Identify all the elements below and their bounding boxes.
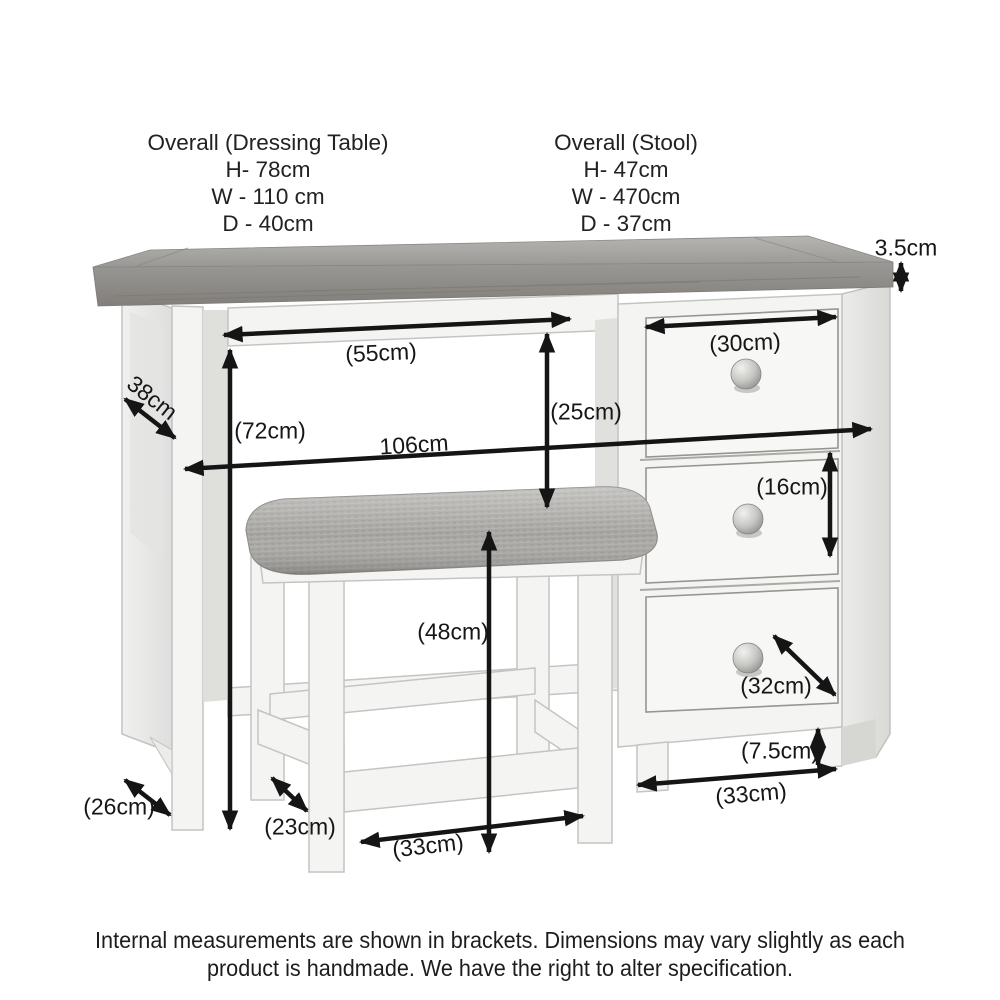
stool-cushion-shading [246,486,658,575]
arrow-stool-width [358,809,586,849]
arrow-kneehole-width [221,311,573,343]
label-bottom-drawer-diagonal: (32cm) [740,672,812,699]
dressing-table-width: W - 110 cm [211,184,325,209]
table-leg-brace [149,736,173,777]
label-inner-width: 106cm [378,429,450,460]
label-foot-height: (7.5cm) [741,737,819,764]
dressing-table-spec-title: Overall (Dressing Table) [147,130,389,155]
table-side-panel-inset [130,312,164,560]
dressing-table-height: H- 78cm [225,157,311,182]
tabletop-surface [92,235,894,268]
stool-front-stretcher [343,747,579,813]
label-stool-leg-depth: (23cm) [264,813,336,840]
stool-back-left-leg [250,555,285,801]
label-inner-height: (72cm) [234,417,306,444]
label-stool-height: (48cm) [417,618,489,645]
dressing-table-spec-block: Overall (Dressing Table) H- 78cm W - 110… [148,129,389,237]
arrow-table-depth [123,397,177,440]
knob-top-drawer [730,358,762,390]
label-top-thickness: 3.5cm [874,234,938,261]
arrow-pedestal-width [635,762,839,792]
arrow-bottom-drawer-diagonal [772,634,837,697]
footer-note-line2: product is handmade. We have the right t… [206,955,794,981]
stool-height: H- 47cm [583,157,669,182]
stool-width: W - 470cm [571,184,681,209]
label-kneehole-width: (55cm) [344,337,418,368]
dressing-table-depth: D - 40cm [222,211,314,236]
table-front-left-leg [171,305,204,831]
stool-spec-block: Overall (Stool) H- 47cm W - 470cm D - 37… [554,129,698,237]
arrow-inner-width [182,421,874,477]
drawer-unit-side [841,281,891,759]
stool-front-right-leg [577,547,613,844]
arrow-table-leg-depth [123,778,172,817]
drawer-unit-foot-side [842,719,876,766]
label-kneehole-height: (25cm) [550,398,622,425]
knob-bottom-drawer [732,642,764,674]
footer-note-line1: Internal measurements are shown in brack… [95,927,905,953]
tabletop-grain-lines [114,276,861,301]
dimension-arrows [123,260,910,855]
knob-middle-drawer [732,503,764,535]
arrow-top-drawer-width [643,309,839,335]
kneehole-left-wall [203,310,228,702]
stool-spec-title: Overall (Stool) [554,130,698,155]
tabletop-joint-lines [136,237,841,267]
label-top-drawer-width: (30cm) [708,327,782,358]
label-table-leg-depth: (26cm) [83,793,155,820]
stool-depth: D - 37cm [580,211,672,236]
drawer-gap-line-2 [639,580,841,591]
arrow-stool-leg-depth [270,776,309,813]
drawer-knobs [730,358,764,677]
footer-note: Internal measurements are shown in brack… [39,926,960,982]
drawer-unit-right-foot [819,726,843,769]
label-middle-drawer-height: (16cm) [756,473,828,500]
